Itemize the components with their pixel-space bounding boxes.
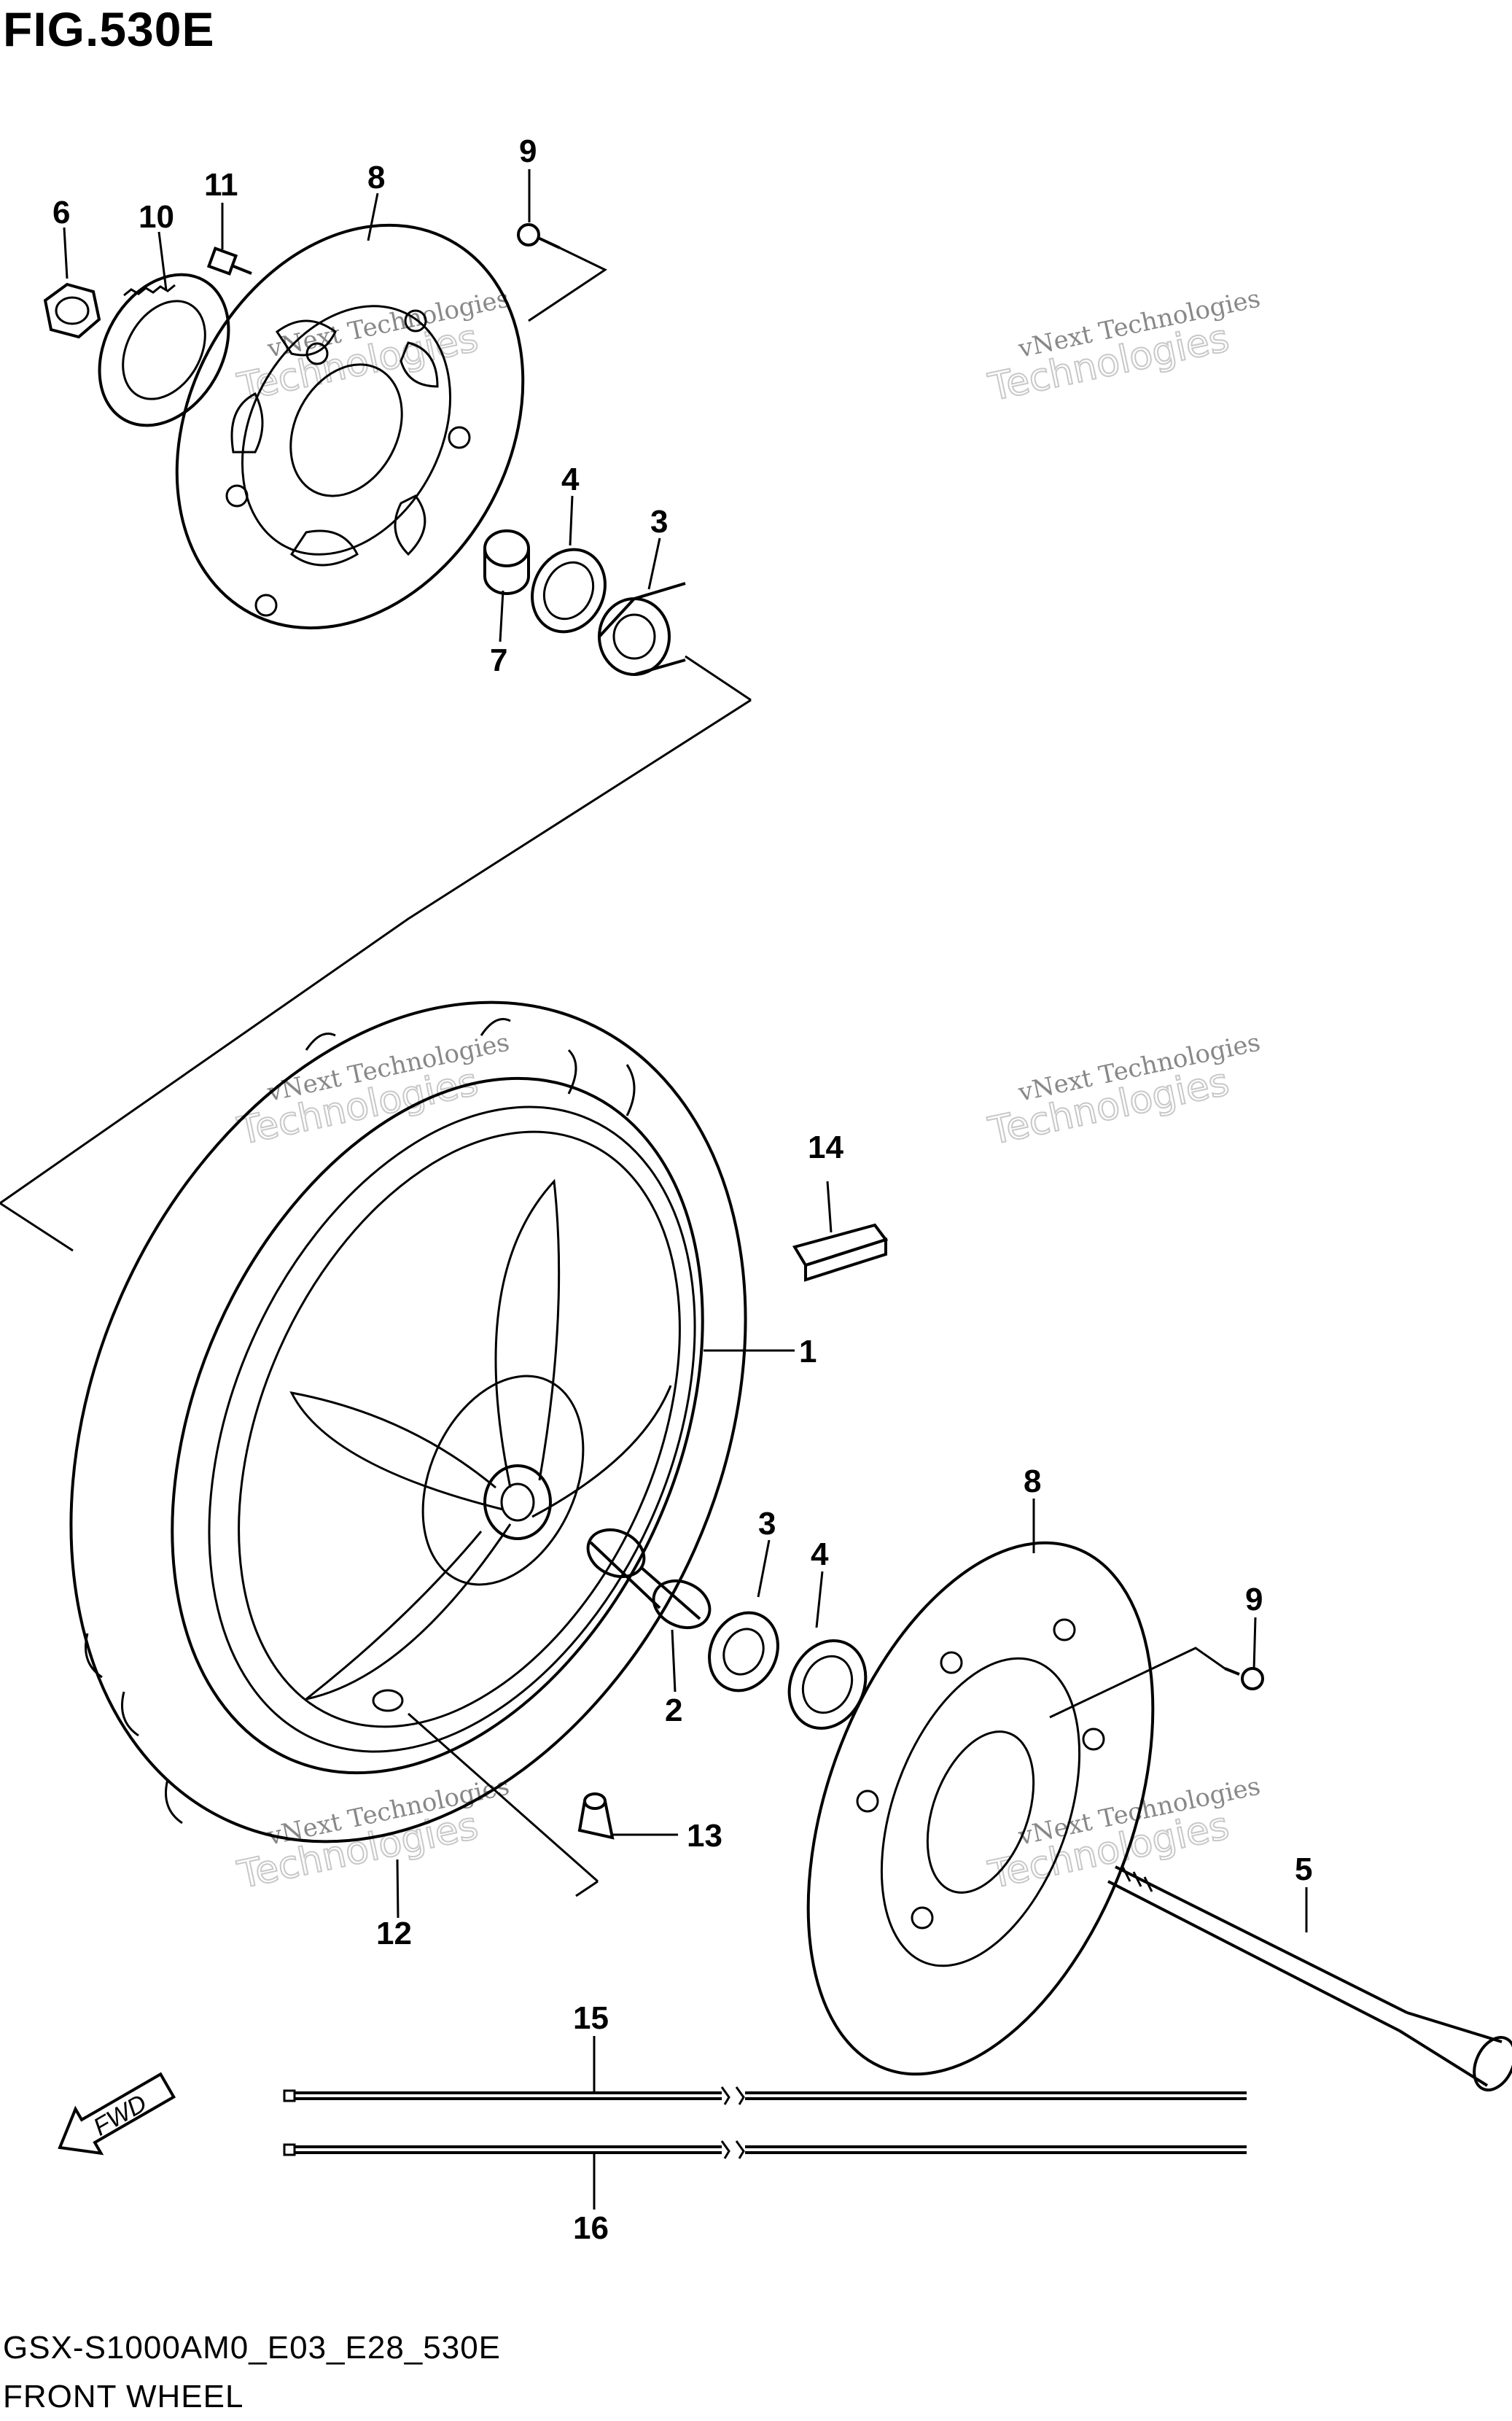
bearing-lower-part	[708, 1611, 779, 1693]
arrow-left-down-icon	[58, 2072, 176, 2156]
callout-4b: 4	[811, 1536, 829, 1572]
upper-disc-assembly	[43, 223, 752, 702]
oil-seal-upper-part	[531, 548, 607, 634]
callout-7: 7	[490, 642, 507, 678]
callout-leaders	[63, 169, 1308, 2210]
callout-14: 14	[808, 1130, 843, 1165]
callout-15: 15	[573, 2000, 609, 2036]
assembly-leader-line	[0, 699, 752, 1252]
callout-12: 12	[376, 1916, 412, 1951]
callout-2: 2	[665, 1693, 682, 1728]
front-wheel-part	[69, 1000, 747, 1897]
sensor-rotor-part	[98, 273, 230, 427]
callout-1: 1	[799, 1334, 817, 1369]
front-axle-part	[1107, 1865, 1512, 2092]
figure-code: GSX-S1000AM0_E03_E28_530E	[3, 2330, 502, 2366]
callout-9a: 9	[519, 133, 537, 169]
spacer-part	[483, 529, 530, 595]
bearing-upper-part	[598, 582, 686, 676]
disc-bolt-upper-part	[517, 223, 608, 322]
callout-5: 5	[1295, 1851, 1312, 1887]
lower-parts	[283, 1223, 1512, 2159]
watermark-group: vNext Technologies Technologies vNext Te…	[233, 284, 1263, 1898]
balance-weight-part	[792, 1223, 889, 1282]
disc-bolt-lower-part	[1049, 1647, 1264, 1719]
callout-16: 16	[573, 2210, 609, 2246]
callout-11: 11	[204, 167, 238, 203]
cable-tie-16-part	[283, 2140, 1247, 2159]
callout-8b: 8	[1024, 1464, 1041, 1499]
callout-3b: 3	[758, 1506, 776, 1542]
cable-tie-15-part	[283, 2086, 1247, 2105]
collar-part	[586, 1528, 712, 1630]
oil-seal-lower-part	[787, 1639, 868, 1730]
callout-9b: 9	[1245, 1582, 1263, 1617]
rotor-bolt-part	[206, 246, 252, 276]
callout-10: 10	[139, 199, 174, 235]
figure-title: FIG.530E	[3, 2, 215, 56]
callout-6: 6	[52, 195, 70, 230]
fwd-direction-marker: FWD	[58, 2072, 176, 2156]
axle-nut-part	[43, 282, 101, 339]
callout-labels: 6 10 11 8 9 4 3 7 14 1 8 3 4 9 2 13 12 5…	[52, 133, 1312, 2246]
callout-4a: 4	[561, 462, 580, 497]
brake-disc-lower-part	[806, 1541, 1155, 2076]
tire-valve-part	[577, 1792, 615, 1840]
callout-8a: 8	[367, 160, 385, 195]
brake-disc-upper-part	[175, 223, 525, 630]
figure-caption: FRONT WHEEL	[3, 2379, 244, 2414]
callout-3a: 3	[650, 504, 668, 540]
callout-13: 13	[687, 1818, 722, 1854]
